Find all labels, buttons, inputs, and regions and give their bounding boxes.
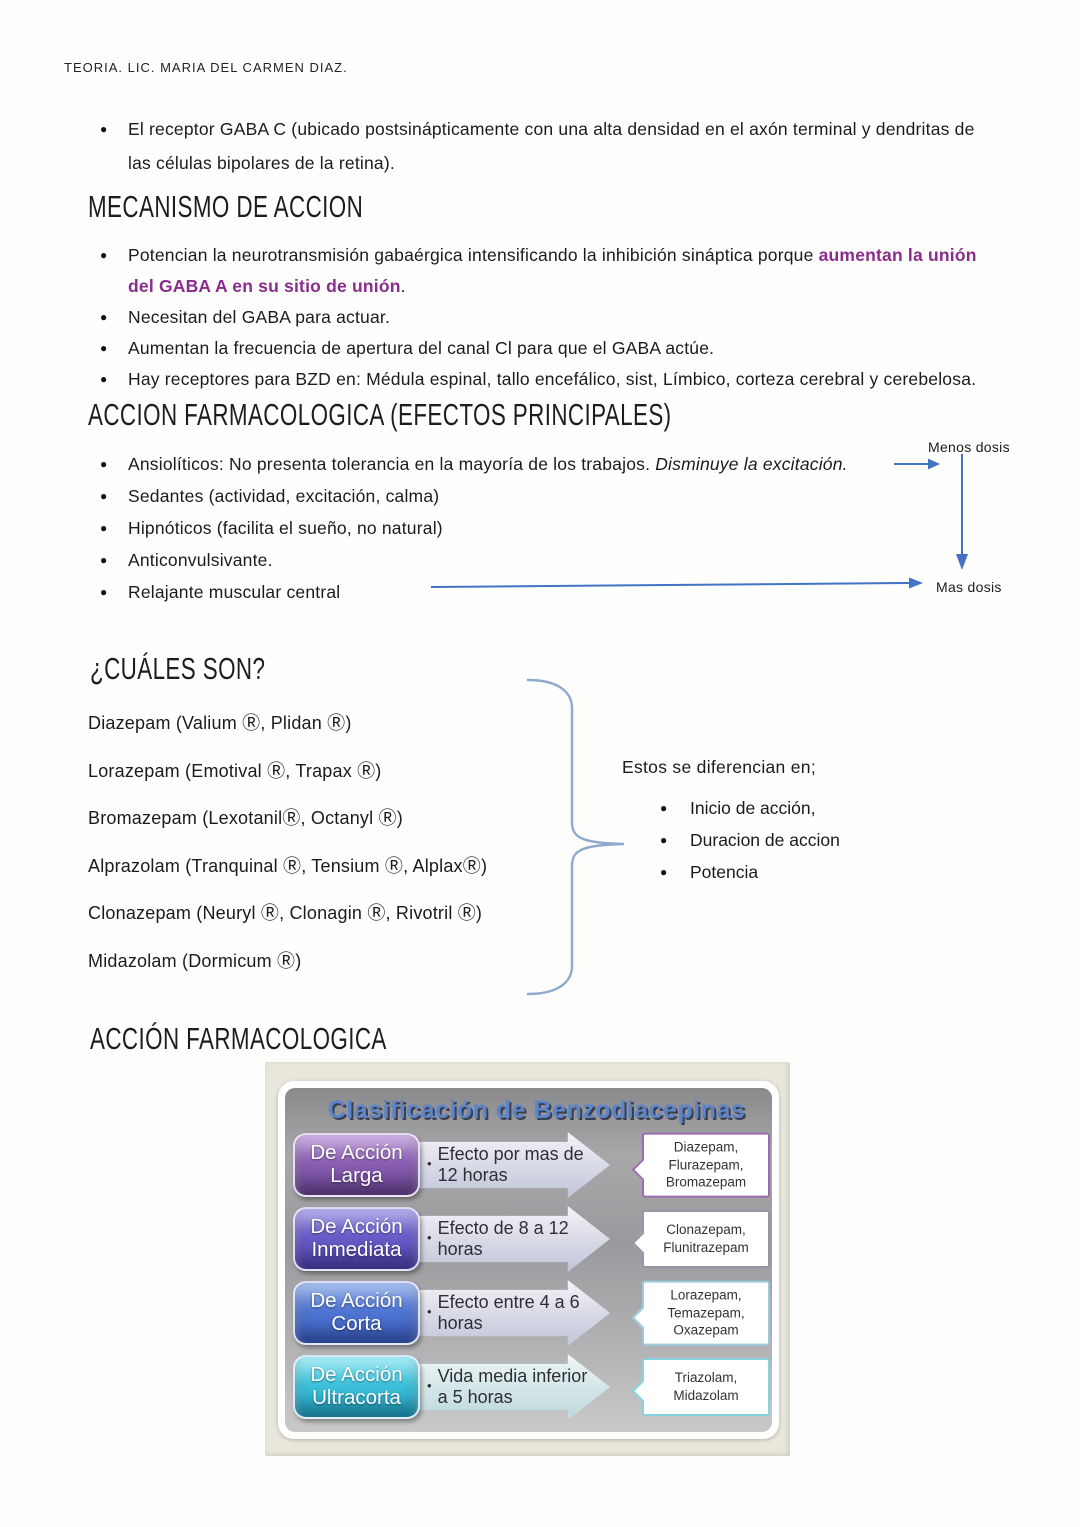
drug-callout: Clonazepam, Flunitrazepam	[642, 1210, 770, 1268]
duration-badge-larga: De Acción Larga	[293, 1133, 420, 1197]
badge-label-line1: De Acción	[310, 1289, 403, 1313]
list-item: Clonazepam (Neuryl Ⓡ, Clonagin Ⓡ, Rivotr…	[88, 903, 483, 923]
effect-arrow-shape	[418, 1354, 610, 1420]
accion-bullet-list: Ansiolíticos: No presenta tolerancia en …	[100, 448, 960, 608]
badge-label-line1: De Acción	[310, 1215, 403, 1239]
drug-callout: Triazolam, Midazolam	[642, 1358, 770, 1416]
figure-panel: Clasificación de Benzodiacepinas De Acci…	[278, 1081, 779, 1439]
effect-text: • Efecto de 8 a 12 horas	[427, 1206, 599, 1272]
figure-inner-panel: Clasificación de Benzodiacepinas De Acci…	[285, 1088, 772, 1432]
mas-dosis-label: Mas dosis	[936, 579, 1002, 595]
ansioliticos-italic-text: Disminuye la excitación.	[655, 454, 848, 474]
classification-row: De Acción Larga • Efecto por mas de 12 h…	[293, 1132, 772, 1198]
differences-list: Inicio de acción, Duracion de accion Pot…	[622, 792, 982, 888]
menos-dosis-label: Menos dosis	[928, 439, 1010, 455]
badge-label-line1: De Acción	[310, 1141, 403, 1165]
list-item: Ansiolíticos: No presenta tolerancia en …	[100, 448, 960, 480]
badge-label-line1: De Acción	[310, 1363, 403, 1387]
effect-text: • Efecto por mas de 12 horas	[427, 1132, 599, 1198]
list-item: Potencia	[622, 856, 982, 888]
effect-description: Vida media inferior a 5 horas	[437, 1366, 588, 1407]
effect-description: Efecto de 8 a 12 horas	[437, 1218, 569, 1259]
mecanismo-b1-period: .	[400, 276, 406, 296]
page-header: TEORIA. LIC. MARIA DEL CARMEN DIAZ.	[64, 60, 348, 75]
grouping-brace-icon	[526, 678, 625, 996]
effect-description: Efecto por mas de 12 horas	[437, 1144, 584, 1185]
mecanismo-b1-text: Potencian la neurotransmisión gabaérgica…	[128, 245, 819, 265]
mecanismo-b1-highlight-2: del GABA A en su sitio de unión	[128, 276, 401, 296]
list-item: Alprazolam (Tranquinal Ⓡ, Tensium Ⓡ, Alp…	[88, 855, 488, 876]
intro-line-2: las células bipolares de la retina).	[128, 153, 395, 173]
effect-description: Efecto entre 4 a 6 horas	[437, 1292, 580, 1333]
section-heading-cuales-son: ¿CUÁLES SON?	[90, 652, 266, 686]
list-item: El receptor GABA C (ubicado postsináptic…	[100, 112, 1030, 180]
mecanismo-bullet-list: Potencian la neurotransmisión gabaérgica…	[100, 240, 1050, 395]
figure-rows: De Acción Larga • Efecto por mas de 12 h…	[293, 1132, 772, 1420]
list-item: Relajante muscular central	[100, 576, 960, 608]
list-item: Bromazepam (LexotanilⓇ, Octanyl Ⓡ)	[88, 808, 403, 828]
list-item: Potencian la neurotransmisión gabaérgica…	[100, 240, 1050, 302]
list-item: Hipnóticos (facilita el sueño, no natura…	[100, 512, 960, 544]
right-arrow-small-icon	[894, 458, 940, 470]
figure-title: Clasificación de Benzodiacepinas	[327, 1096, 746, 1124]
badge-label-line2: Larga	[330, 1164, 383, 1187]
list-item: Midazolam (Dormicum Ⓡ)	[88, 950, 302, 971]
effect-arrow-shape	[418, 1206, 610, 1272]
bullet-glyph: •	[427, 1377, 432, 1393]
list-item: Inicio de acción,	[622, 792, 982, 824]
list-item: Aumentan la frecuencia de apertura del c…	[100, 333, 1050, 364]
classification-row: De Acción Ultracorta • Vida media inferi…	[293, 1354, 772, 1420]
effect-text: • Vida media inferior a 5 horas	[427, 1354, 599, 1420]
list-item: Duracion de accion	[622, 824, 982, 856]
badge-label-line2: Corta	[331, 1312, 382, 1335]
differences-title: Estos se diferencian en;	[622, 757, 816, 777]
list-item: Diazepam (Valium Ⓡ, Plidan Ⓡ)	[88, 713, 352, 733]
mecanismo-b1-highlight-1: aumentan la unión	[818, 245, 977, 265]
section-heading-accion-farmacologica: ACCION FARMACOLOGICA (EFECTOS PRINCIPALE…	[88, 398, 672, 432]
list-item: Hay receptores para BZD en: Médula espin…	[100, 364, 1050, 395]
ansioliticos-text: Ansiolíticos: No presenta tolerancia en …	[128, 454, 656, 474]
intro-bullet-list: El receptor GABA C (ubicado postsináptic…	[100, 112, 1030, 180]
differences-block: Estos se diferencian en; Inicio de acció…	[622, 757, 982, 888]
classification-figure: Clasificación de Benzodiacepinas De Acci…	[265, 1062, 790, 1456]
list-item: Anticonvulsivante.	[100, 544, 960, 576]
bullet-glyph: •	[427, 1229, 432, 1245]
intro-line-1: El receptor GABA C (ubicado postsináptic…	[128, 119, 975, 139]
classification-row: De Acción Corta • Efecto entre 4 a 6 hor…	[293, 1280, 772, 1346]
section-heading-accion-farmacologica-2: ACCIÓN FARMACOLOGICA	[90, 1022, 387, 1056]
duration-badge-corta: De Acción Corta	[293, 1281, 420, 1345]
section-heading-mecanismo: MECANISMO DE ACCION	[88, 190, 364, 224]
list-item: Sedantes (actividad, excitación, calma)	[100, 480, 960, 512]
effect-text: • Efecto entre 4 a 6 horas	[427, 1280, 599, 1346]
bullet-glyph: •	[427, 1155, 432, 1171]
classification-row: De Acción Inmediata • Efecto de 8 a 12 h…	[293, 1206, 772, 1272]
badge-label-line2: Ultracorta	[312, 1386, 401, 1409]
bullet-glyph: •	[427, 1303, 432, 1319]
duration-badge-ultracorta: De Acción Ultracorta	[293, 1355, 420, 1419]
list-item: Necesitan del GABA para actuar.	[100, 302, 1050, 333]
effect-arrow-shape	[418, 1132, 610, 1198]
drug-list: Diazepam (Valium Ⓡ, Plidan Ⓡ) Lorazepam …	[88, 700, 487, 985]
right-arrow-long-icon	[430, 577, 923, 589]
effect-arrow-shape	[418, 1280, 610, 1346]
drug-callout: Lorazepam, Temazepam, Oxazepam	[642, 1280, 770, 1346]
list-item: Lorazepam (Emotival Ⓡ, Trapax Ⓡ)	[88, 760, 382, 781]
drug-callout: Diazepam, Flurazepam, Bromazepam	[642, 1132, 770, 1198]
badge-label-line2: Inmediata	[311, 1238, 402, 1261]
duration-badge-inmediata: De Acción Inmediata	[293, 1207, 420, 1271]
down-arrow-icon	[956, 454, 968, 570]
